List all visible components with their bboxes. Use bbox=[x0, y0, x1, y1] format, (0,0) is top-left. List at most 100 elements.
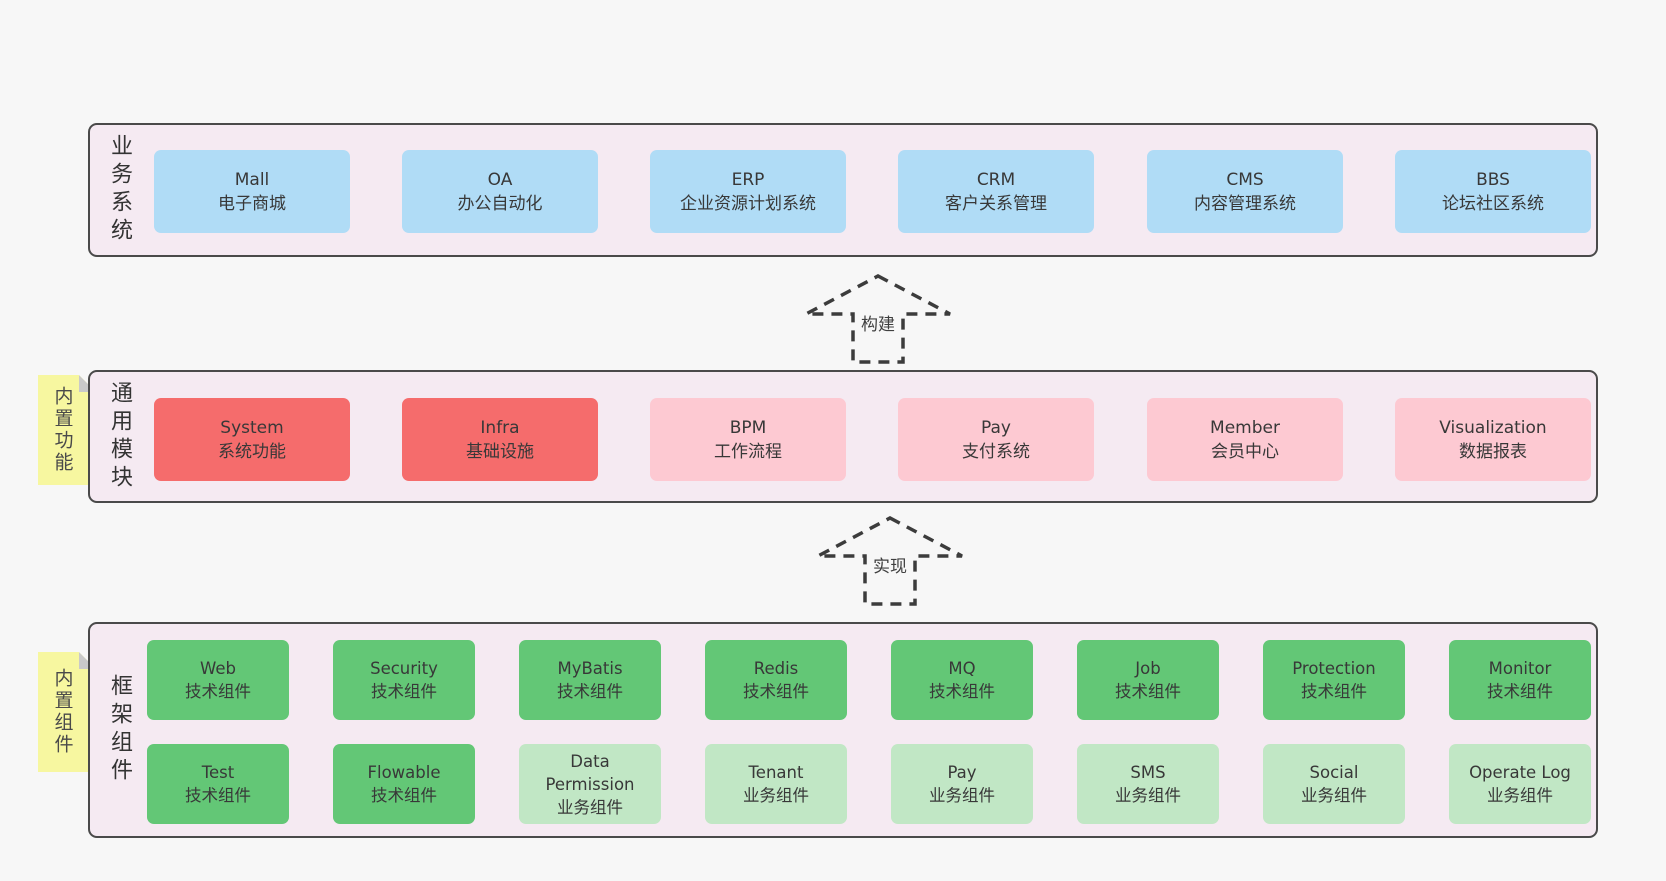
box-system: System 系统功能 bbox=[154, 398, 350, 481]
framework-components-layer: 框架组件 Web 技术组件 Security 技术组件 MyBatis 技术组件… bbox=[88, 622, 1598, 838]
box-subtitle: 办公自动化 bbox=[457, 193, 543, 214]
box-title: Infra bbox=[480, 417, 520, 438]
sticky-note-builtin-components: 内置组件 bbox=[38, 652, 96, 772]
box-redis: Redis 技术组件 bbox=[705, 640, 847, 720]
box-title: Web bbox=[200, 659, 236, 678]
implement-arrow: 实现 bbox=[815, 515, 965, 607]
box-monitor: Monitor 技术组件 bbox=[1449, 640, 1591, 720]
box-social: Social 业务组件 bbox=[1263, 744, 1405, 824]
box-member: Member 会员中心 bbox=[1147, 398, 1343, 481]
box-subtitle: 技术组件 bbox=[1301, 682, 1367, 701]
box-mall: Mall 电子商城 bbox=[154, 150, 350, 233]
box-mq: MQ 技术组件 bbox=[891, 640, 1033, 720]
box-title: Social bbox=[1309, 763, 1359, 782]
box-title: Operate Log bbox=[1469, 763, 1571, 782]
box-title: Flowable bbox=[367, 763, 441, 782]
box-operate-log: Operate Log 业务组件 bbox=[1449, 744, 1591, 824]
sticky-note-label: 内置组件 bbox=[51, 668, 74, 756]
box-web: Web 技术组件 bbox=[147, 640, 289, 720]
box-subtitle: 业务组件 bbox=[1115, 786, 1181, 805]
box-title: Mall bbox=[234, 169, 270, 190]
box-subtitle: 企业资源计划系统 bbox=[680, 193, 816, 214]
box-subtitle: 数据报表 bbox=[1459, 441, 1527, 462]
box-crm: CRM 客户关系管理 bbox=[898, 150, 1094, 233]
box-subtitle: 业务组件 bbox=[557, 797, 623, 817]
box-data-permission: Data Permission 业务组件 bbox=[519, 744, 661, 824]
box-cms: CMS 内容管理系统 bbox=[1147, 150, 1343, 233]
arrow-label: 构建 bbox=[858, 310, 898, 335]
box-security: Security 技术组件 bbox=[333, 640, 475, 720]
box-pay-module: Pay 支付系统 bbox=[898, 398, 1094, 481]
box-erp: ERP 企业资源计划系统 bbox=[650, 150, 846, 233]
box-infra: Infra 基础设施 bbox=[402, 398, 598, 481]
build-arrow: 构建 bbox=[803, 273, 953, 365]
box-subtitle: 业务组件 bbox=[1301, 786, 1367, 805]
box-visualization: Visualization 数据报表 bbox=[1395, 398, 1591, 481]
box-title: MyBatis bbox=[557, 659, 623, 678]
box-subtitle: 系统功能 bbox=[218, 441, 286, 462]
box-title: Pay bbox=[947, 763, 977, 782]
box-job: Job 技术组件 bbox=[1077, 640, 1219, 720]
box-subtitle: 技术组件 bbox=[1115, 682, 1181, 701]
box-title: OA bbox=[487, 169, 513, 190]
box-subtitle: 业务组件 bbox=[743, 786, 809, 805]
box-title: BPM bbox=[729, 417, 767, 438]
layer-title: 通用模块 bbox=[107, 380, 132, 493]
box-title: Redis bbox=[753, 659, 799, 678]
box-title: Data Permission bbox=[545, 751, 635, 794]
arrow-label: 实现 bbox=[870, 552, 910, 577]
box-subtitle: 客户关系管理 bbox=[945, 193, 1047, 214]
box-subtitle: 技术组件 bbox=[185, 682, 251, 701]
box-protection: Protection 技术组件 bbox=[1263, 640, 1405, 720]
common-modules-layer: 通用模块 System 系统功能 Infra 基础设施 BPM 工作流程 Pay… bbox=[88, 370, 1598, 503]
business-systems-layer: 业务系统 Mall 电子商城 OA 办公自动化 ERP 企业资源计划系统 CRM… bbox=[88, 123, 1598, 257]
sticky-note-label: 内置功能 bbox=[51, 386, 74, 474]
box-title: SMS bbox=[1130, 763, 1166, 782]
dashed-up-arrow-icon bbox=[805, 274, 951, 364]
box-title: BBS bbox=[1476, 169, 1510, 190]
box-subtitle: 技术组件 bbox=[1487, 682, 1553, 701]
box-subtitle: 电子商城 bbox=[218, 193, 286, 214]
box-subtitle: 会员中心 bbox=[1211, 441, 1279, 462]
box-title: CRM bbox=[976, 169, 1016, 190]
box-subtitle: 业务组件 bbox=[929, 786, 995, 805]
box-title: MQ bbox=[948, 659, 976, 678]
box-title: Monitor bbox=[1488, 659, 1552, 678]
layer-title: 框架组件 bbox=[107, 674, 132, 786]
dashed-up-arrow-icon bbox=[817, 516, 963, 606]
box-subtitle: 业务组件 bbox=[1487, 786, 1553, 805]
box-oa: OA 办公自动化 bbox=[402, 150, 598, 233]
box-title: Pay bbox=[981, 417, 1011, 438]
box-title: ERP bbox=[731, 169, 765, 190]
box-subtitle: 内容管理系统 bbox=[1194, 193, 1296, 214]
box-pay-component: Pay 业务组件 bbox=[891, 744, 1033, 824]
box-title: System bbox=[220, 417, 284, 438]
box-title: Job bbox=[1135, 659, 1161, 678]
box-subtitle: 支付系统 bbox=[962, 441, 1030, 462]
box-subtitle: 技术组件 bbox=[929, 682, 995, 701]
box-title: Member bbox=[1210, 417, 1280, 438]
box-subtitle: 技术组件 bbox=[185, 786, 251, 805]
box-subtitle: 技术组件 bbox=[557, 682, 623, 701]
box-subtitle: 技术组件 bbox=[371, 786, 437, 805]
box-title: Tenant bbox=[748, 763, 804, 782]
box-subtitle: 基础设施 bbox=[466, 441, 534, 462]
box-title: CMS bbox=[1226, 169, 1264, 190]
box-subtitle: 论坛社区系统 bbox=[1442, 193, 1544, 214]
box-bbs: BBS 论坛社区系统 bbox=[1395, 150, 1591, 233]
box-mybatis: MyBatis 技术组件 bbox=[519, 640, 661, 720]
box-subtitle: 技术组件 bbox=[743, 682, 809, 701]
box-title: Visualization bbox=[1439, 417, 1547, 438]
box-title: Security bbox=[370, 659, 438, 678]
box-title: Test bbox=[201, 763, 235, 782]
layer-title: 业务系统 bbox=[107, 134, 132, 246]
box-subtitle: 技术组件 bbox=[371, 682, 437, 701]
box-sms: SMS 业务组件 bbox=[1077, 744, 1219, 824]
box-bpm: BPM 工作流程 bbox=[650, 398, 846, 481]
box-test: Test 技术组件 bbox=[147, 744, 289, 824]
box-flowable: Flowable 技术组件 bbox=[333, 744, 475, 824]
sticky-note-builtin-features: 内置功能 bbox=[38, 375, 96, 485]
box-tenant: Tenant 业务组件 bbox=[705, 744, 847, 824]
box-title: Protection bbox=[1292, 659, 1376, 678]
box-subtitle: 工作流程 bbox=[714, 441, 782, 462]
